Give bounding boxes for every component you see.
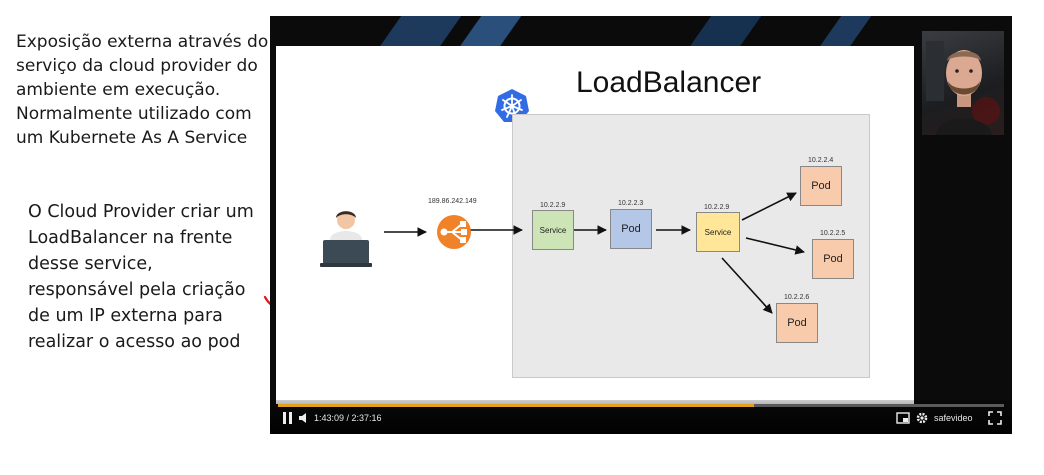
pod-4-ip: 10.2.2.6 — [784, 294, 810, 301]
annotation-note-bottom: O Cloud Provider criar um LoadBalancer n… — [28, 202, 254, 352]
background-stripe — [458, 16, 522, 48]
safevideo-brand[interactable]: safevideo — [934, 413, 973, 427]
presentation-slide: LoadBalancer — [276, 46, 914, 404]
presenter-webcam — [922, 31, 1004, 135]
background-stripe — [378, 16, 462, 48]
fullscreen-icon[interactable] — [988, 411, 1002, 425]
gear-icon[interactable] — [915, 411, 929, 425]
volume-icon[interactable] — [298, 411, 310, 425]
pod-4-box: Pod — [776, 303, 818, 343]
pod-2-box: Pod — [800, 166, 842, 206]
presenter-silhouette-icon — [926, 41, 1000, 135]
service-2-box: Service — [696, 212, 740, 252]
background-stripe — [818, 16, 872, 48]
pod-3-box: Pod — [812, 239, 854, 279]
load-balancer-icon — [437, 215, 471, 249]
progress-fill — [278, 404, 755, 407]
user-laptop-icon — [320, 211, 372, 267]
pod-3-ip: 10.2.2.5 — [820, 230, 846, 237]
external-ip-label: 189.86.242.149 — [428, 198, 477, 205]
safevideo-brand-text: safevideo — [934, 413, 973, 423]
service-1-box: Service — [532, 210, 574, 250]
service-1-ip: 10.2.2.9 — [540, 202, 566, 209]
progress-bar[interactable] — [278, 404, 1004, 407]
kubernetes-logo-icon — [495, 89, 529, 122]
pod-2-ip: 10.2.2.4 — [808, 157, 834, 164]
annotation-note-top: Exposição externa através do serviço da … — [16, 32, 269, 148]
service-2-ip: 10.2.2.9 — [704, 204, 730, 211]
diagram-arrows — [384, 192, 805, 314]
picture-in-picture-icon[interactable] — [896, 411, 910, 425]
pod-1-box: Pod — [610, 209, 652, 249]
time-display: 1:43:09 / 2:37:16 — [314, 413, 382, 423]
background-stripe — [688, 16, 762, 48]
slide-title: LoadBalancer — [576, 66, 762, 99]
pod-1-ip: 10.2.2.3 — [618, 200, 644, 207]
video-player[interactable]: LoadBalancer — [270, 16, 1012, 434]
pause-icon[interactable] — [282, 411, 294, 425]
player-controls: 1:43:09 / 2:37:16 safevideo — [270, 400, 1012, 434]
